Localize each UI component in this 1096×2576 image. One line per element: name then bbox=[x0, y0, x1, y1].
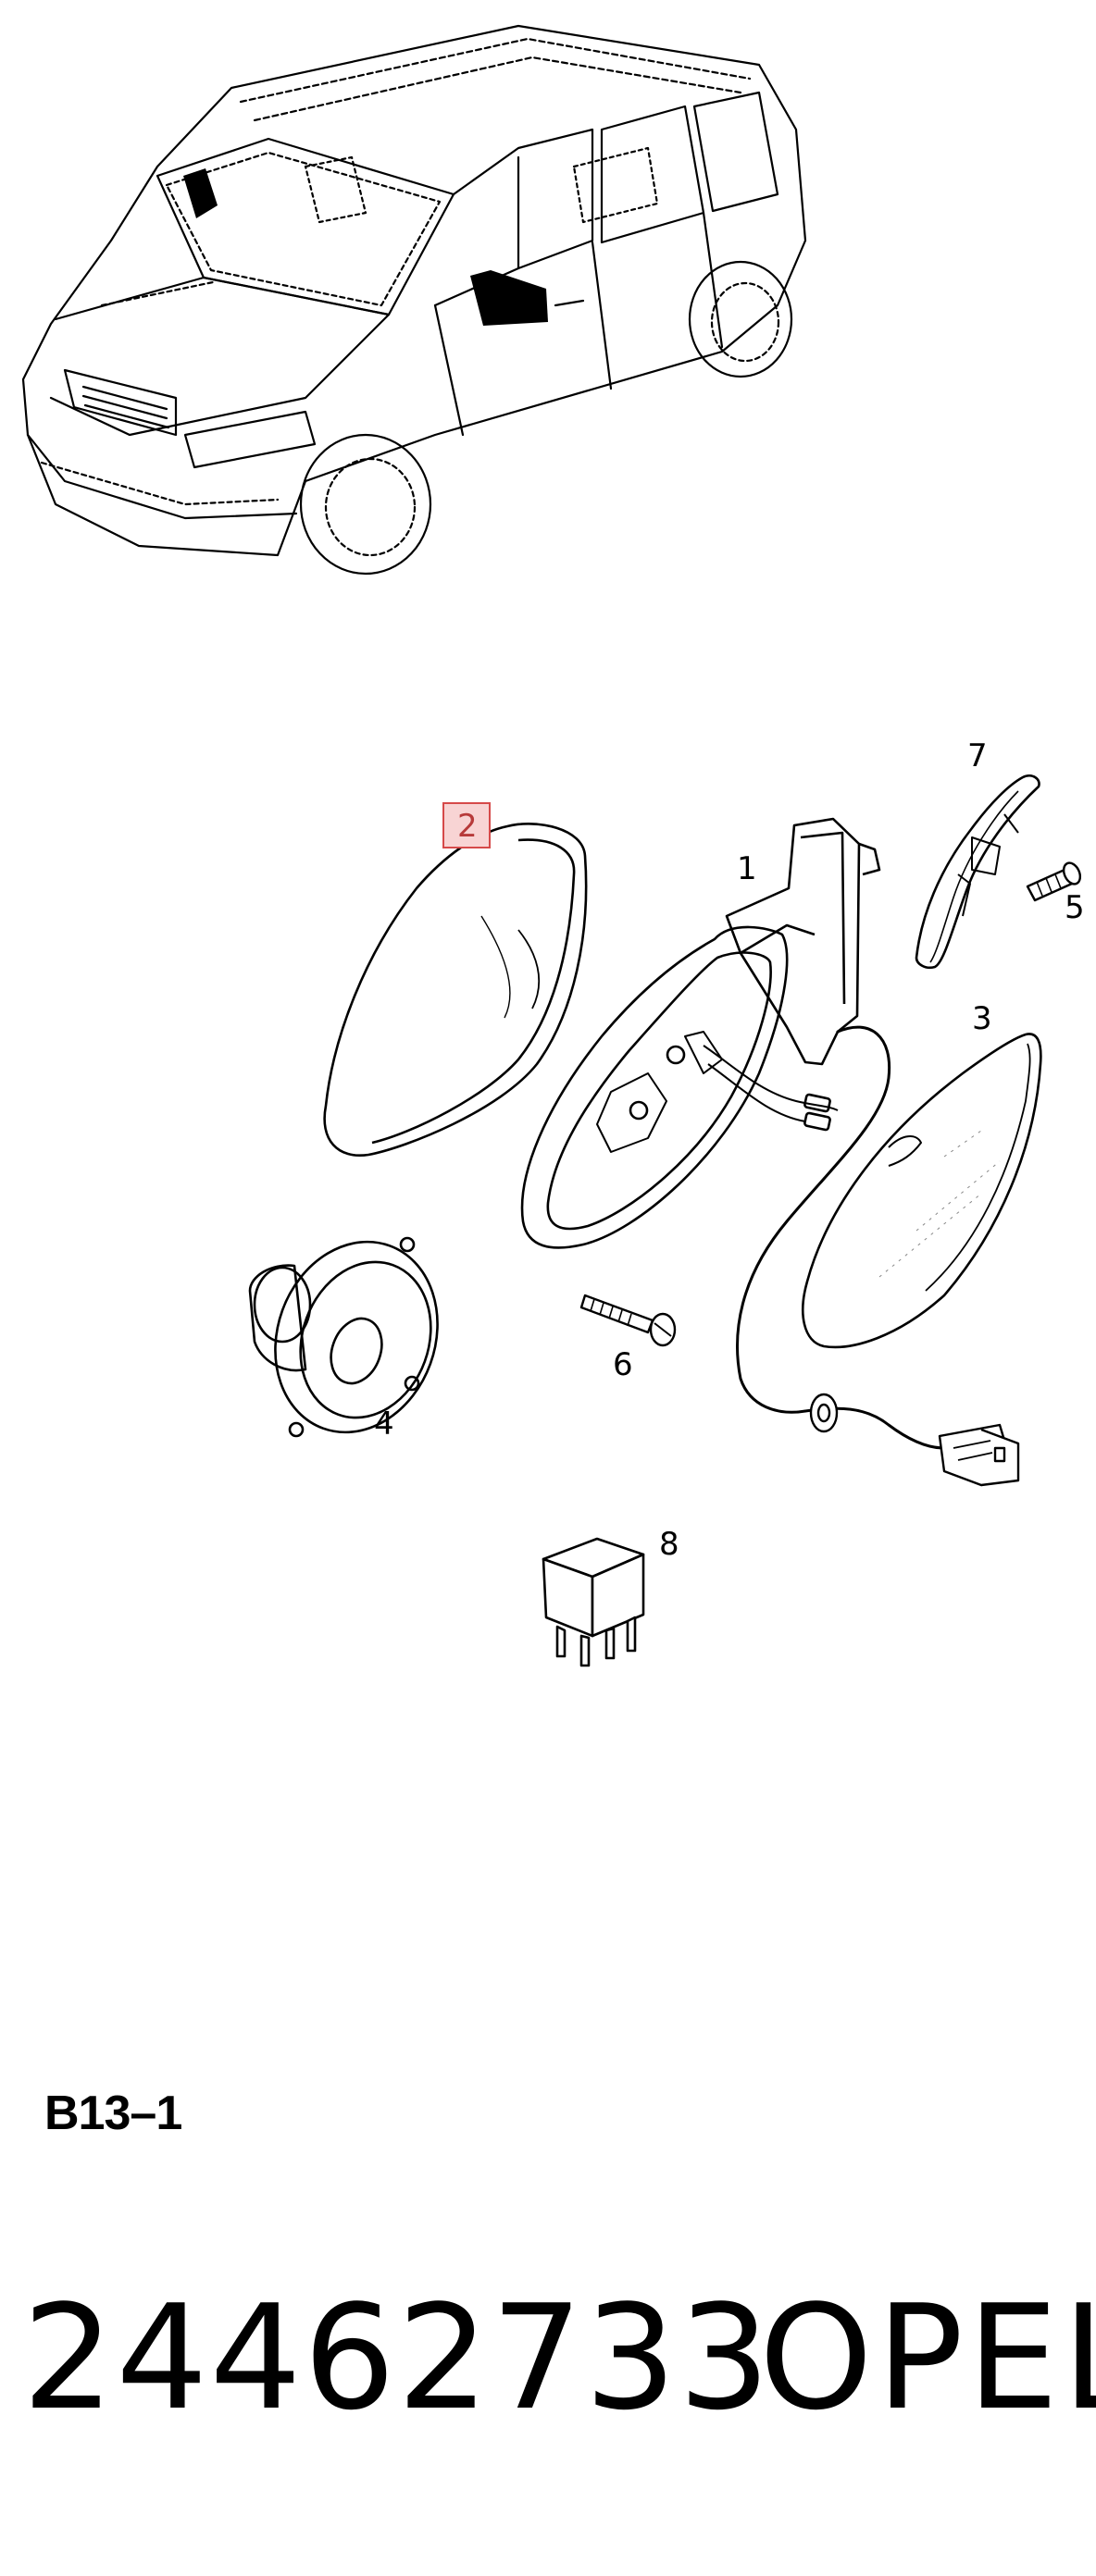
callout-3: 3 bbox=[972, 1000, 992, 1037]
brand-name: OPEL bbox=[759, 2273, 1096, 2442]
callout-6: 6 bbox=[613, 1346, 633, 1383]
part-4-speaker-unit bbox=[248, 1236, 439, 1438]
callout-7: 7 bbox=[967, 737, 988, 774]
callout-1: 1 bbox=[737, 850, 757, 887]
part-6-long-screw bbox=[579, 1294, 677, 1347]
cable-connector-plug bbox=[938, 1423, 1020, 1487]
part-8-relay bbox=[542, 1537, 645, 1667]
cable-grommet bbox=[809, 1393, 839, 1433]
callout-labels: 1 2 3 4 5 6 7 8 bbox=[374, 737, 1085, 1563]
part-number: 24462733 bbox=[22, 2273, 773, 2442]
callout-5: 5 bbox=[1065, 889, 1085, 926]
diagram-group-code: B13–1 bbox=[44, 2087, 182, 2140]
left-mirror-marker bbox=[183, 168, 218, 218]
part-1-mirror-frame bbox=[520, 817, 881, 1249]
callout-4: 4 bbox=[374, 1406, 394, 1443]
callout-2: 2 bbox=[457, 808, 478, 845]
part-2-mirror-housing bbox=[323, 823, 588, 1158]
part-5-screw bbox=[1026, 861, 1082, 902]
callout-8: 8 bbox=[659, 1526, 679, 1563]
vehicle-illustration bbox=[21, 24, 807, 576]
right-mirror-marker bbox=[470, 270, 548, 326]
part-7-trim-piece bbox=[915, 774, 1040, 970]
part-3-mirror-glass bbox=[802, 1033, 1042, 1349]
callout-2-highlight-box bbox=[442, 802, 491, 848]
